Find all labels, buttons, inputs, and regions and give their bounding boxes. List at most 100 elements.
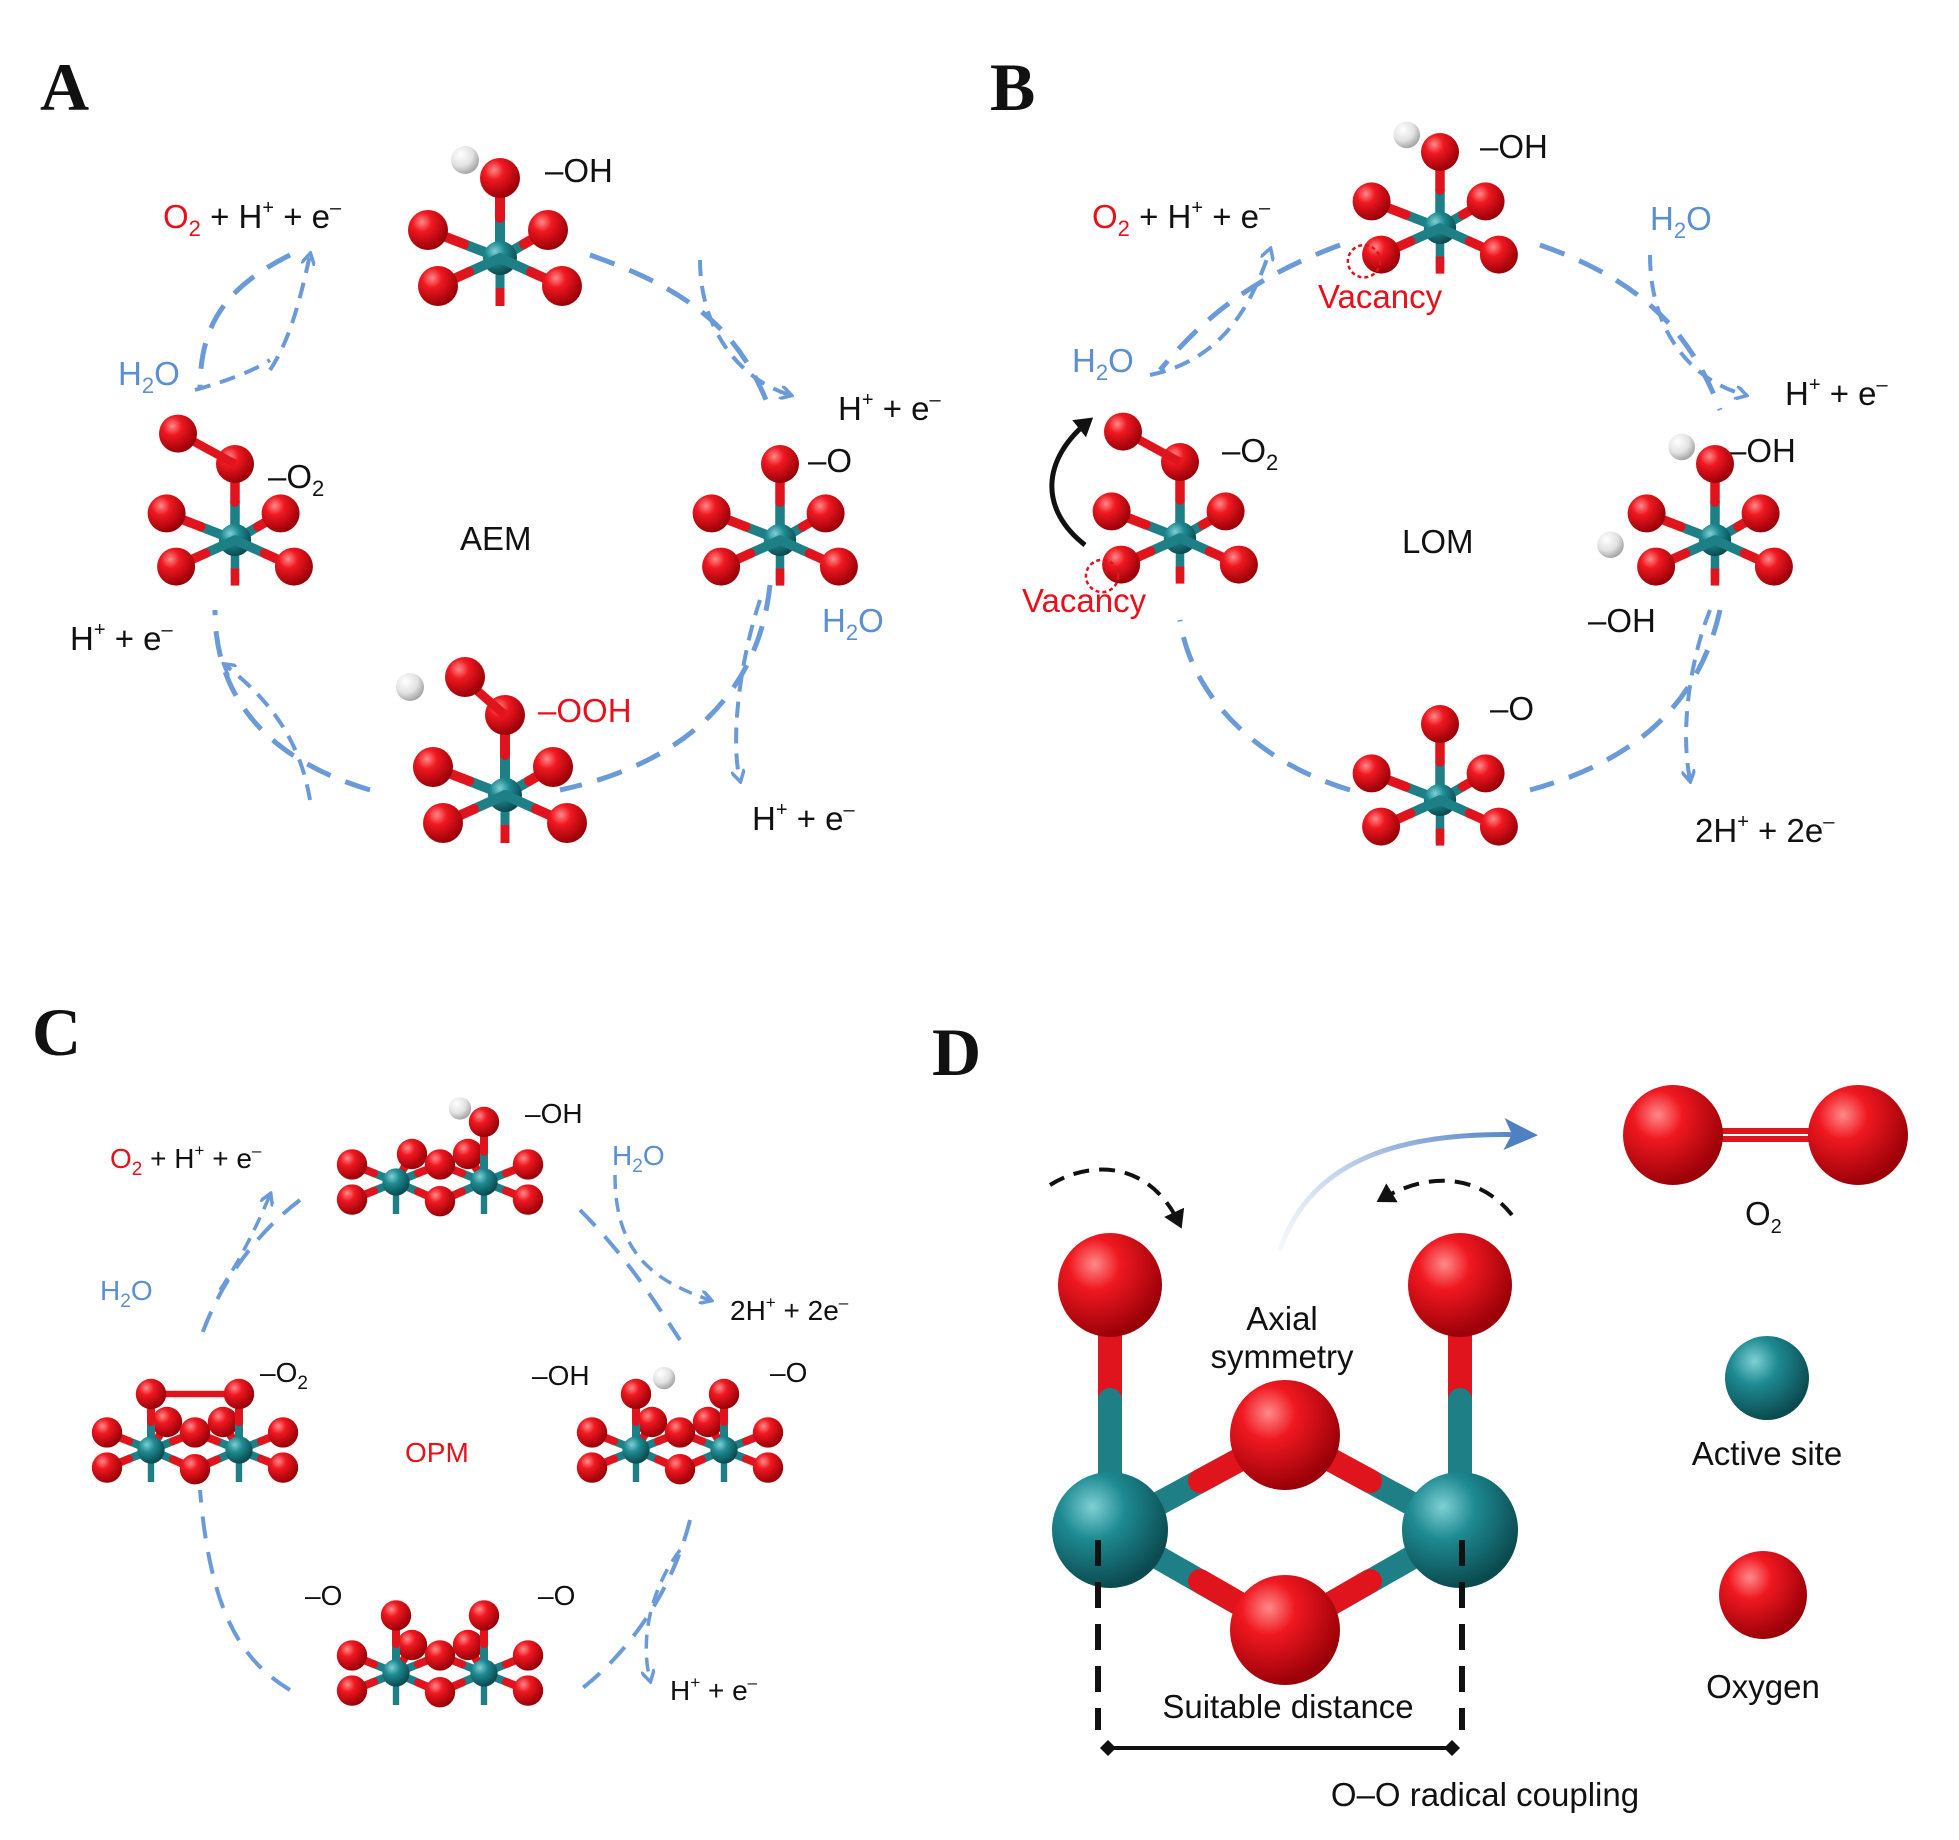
oxygen-atom <box>819 547 858 586</box>
a-h-e-top-right: H+ + e– <box>838 389 942 427</box>
d-rotate-arrow-left <box>1048 1167 1185 1229</box>
arc-a-left-top <box>197 252 292 391</box>
metal-atom <box>137 1436 165 1464</box>
a-o2-group-label: –O2 <box>268 458 324 501</box>
vacancy-site <box>1346 243 1382 279</box>
c-dimer-left <box>91 1378 299 1485</box>
oxygen-atom <box>159 414 197 453</box>
bond-metal-half <box>1175 533 1215 557</box>
a-h-e-bottom-right: H+ + e– <box>752 799 856 837</box>
oxygen-atom <box>336 1640 368 1671</box>
d-terminal-oxygen-left <box>1058 1233 1162 1337</box>
oxygen-atom <box>396 1629 428 1661</box>
metal-atom <box>622 1436 650 1464</box>
c-mechanism-label: OPM <box>405 1437 469 1468</box>
b-vacancy-left: Vacancy <box>1022 582 1147 619</box>
arc-b-right-bottom <box>1529 609 1723 793</box>
arc-a-left-bottom <box>212 609 371 793</box>
bond-metal-half <box>464 253 505 277</box>
d-active-site-right <box>1402 1472 1518 1588</box>
c-o-bottom-b-label: –O <box>538 1580 575 1611</box>
a-mol-right <box>692 445 858 586</box>
oxygen-atom <box>761 445 799 483</box>
c-o-right-label: –O <box>770 1357 807 1388</box>
d-active-site-left <box>1052 1472 1168 1588</box>
oxygen-atom <box>1479 235 1518 274</box>
arc-a-right-bottom <box>559 584 773 793</box>
legend-o2-label: O2 <box>1745 1195 1782 1238</box>
oxygen-atom <box>445 657 485 697</box>
bond-metal-half <box>1435 223 1475 247</box>
oxygen-atom <box>157 547 196 586</box>
legend-o2-atom-right <box>1808 1085 1908 1185</box>
b-oh-top-label: –OH <box>1480 128 1548 165</box>
oxygen-atom <box>533 747 573 787</box>
oxygen-atom <box>752 1417 784 1448</box>
b-o2-group-label: –O2 <box>1222 432 1278 475</box>
oxygen-atom <box>423 803 463 843</box>
oxygen-atom <box>752 1452 784 1483</box>
oxygen-atom <box>547 803 587 843</box>
oxygen-atom <box>1092 492 1131 531</box>
bond-metal-half <box>745 535 785 559</box>
oxygen-atom <box>468 1600 500 1631</box>
panel-c: C O2 + H+ + e– 2H+ + 2e– H+ + e– H2O H2O… <box>32 994 849 1708</box>
hydrogen-atom <box>1668 433 1696 461</box>
bond-metal-half <box>1680 535 1720 559</box>
oxygen-atom <box>424 1677 456 1708</box>
oxygen-atom <box>452 1138 484 1170</box>
metal-atom <box>382 1168 410 1196</box>
oxygen-atom <box>91 1452 123 1483</box>
c-water-left: H2O <box>100 1275 153 1312</box>
oxygen-atom <box>664 1417 696 1448</box>
a-mol-bottom <box>396 657 587 843</box>
d-axial-label: Axial <box>1246 1300 1318 1337</box>
panel-letter-c: C <box>32 994 81 1070</box>
c-dimer-right <box>576 1366 784 1485</box>
oxygen-atom <box>424 1186 456 1217</box>
oxygen-atom <box>512 1675 544 1706</box>
arc-b-right-top <box>1539 242 1723 411</box>
bond-metal-half <box>1405 223 1445 247</box>
oxygen-atom <box>806 494 845 533</box>
d-terminal-oxygen-right <box>1408 1233 1512 1337</box>
b-water-left: H2O <box>1072 342 1134 385</box>
oxygen-atom <box>424 1149 456 1180</box>
panel-a: A O2 + H+ + e– H+ + e– H+ + e– H+ + e– H… <box>40 49 942 843</box>
oxygen-atom <box>512 1149 544 1180</box>
c-dimer-top <box>336 1097 544 1217</box>
oxygen-atom <box>413 747 453 787</box>
panel-letter-d: D <box>932 1014 981 1090</box>
oxygen-atom <box>223 1378 255 1410</box>
oxygen-atom <box>452 1629 484 1661</box>
oxygen-atom <box>1421 705 1459 743</box>
d-rotate-arrow-right <box>1376 1178 1514 1217</box>
b-mol-left <box>1084 412 1258 594</box>
oxygen-atom <box>336 1184 368 1215</box>
oxygen-atom <box>207 1406 239 1438</box>
d-distance-label: Suitable distance <box>1162 1688 1413 1725</box>
oxygen-atom <box>1352 754 1391 793</box>
b-o2-label: O2 + H+ + e– <box>1092 197 1271 241</box>
panel-letter-a: A <box>40 49 89 125</box>
vacancy-site <box>1084 558 1120 594</box>
c-o2-label: O2 + H+ + e– <box>110 1141 262 1180</box>
oxygen-atom <box>692 494 731 533</box>
arc-a-right-top <box>589 252 773 411</box>
metal-atom <box>470 1168 498 1196</box>
oxygen-atom <box>1466 182 1505 221</box>
metal-atom <box>470 1659 498 1687</box>
b-oh-right-label: –OH <box>1728 432 1796 469</box>
oxygen-atom <box>542 266 582 306</box>
panel-d: D Axia <box>932 1014 1908 1813</box>
oxygen-atom <box>1421 133 1459 171</box>
b-vacancy-top: Vacancy <box>1318 278 1443 315</box>
arc-c-right-top <box>578 1208 682 1342</box>
bond-metal-half <box>495 253 536 277</box>
a-o2-label: O2 + H+ + e– <box>163 197 342 241</box>
hydrogen-atom <box>1597 531 1624 559</box>
metal-atom <box>382 1659 410 1687</box>
d-coupling-label: O–O radical coupling <box>1331 1776 1639 1813</box>
oxygen-atom <box>692 1406 724 1438</box>
oxygen-atom <box>380 1600 412 1631</box>
